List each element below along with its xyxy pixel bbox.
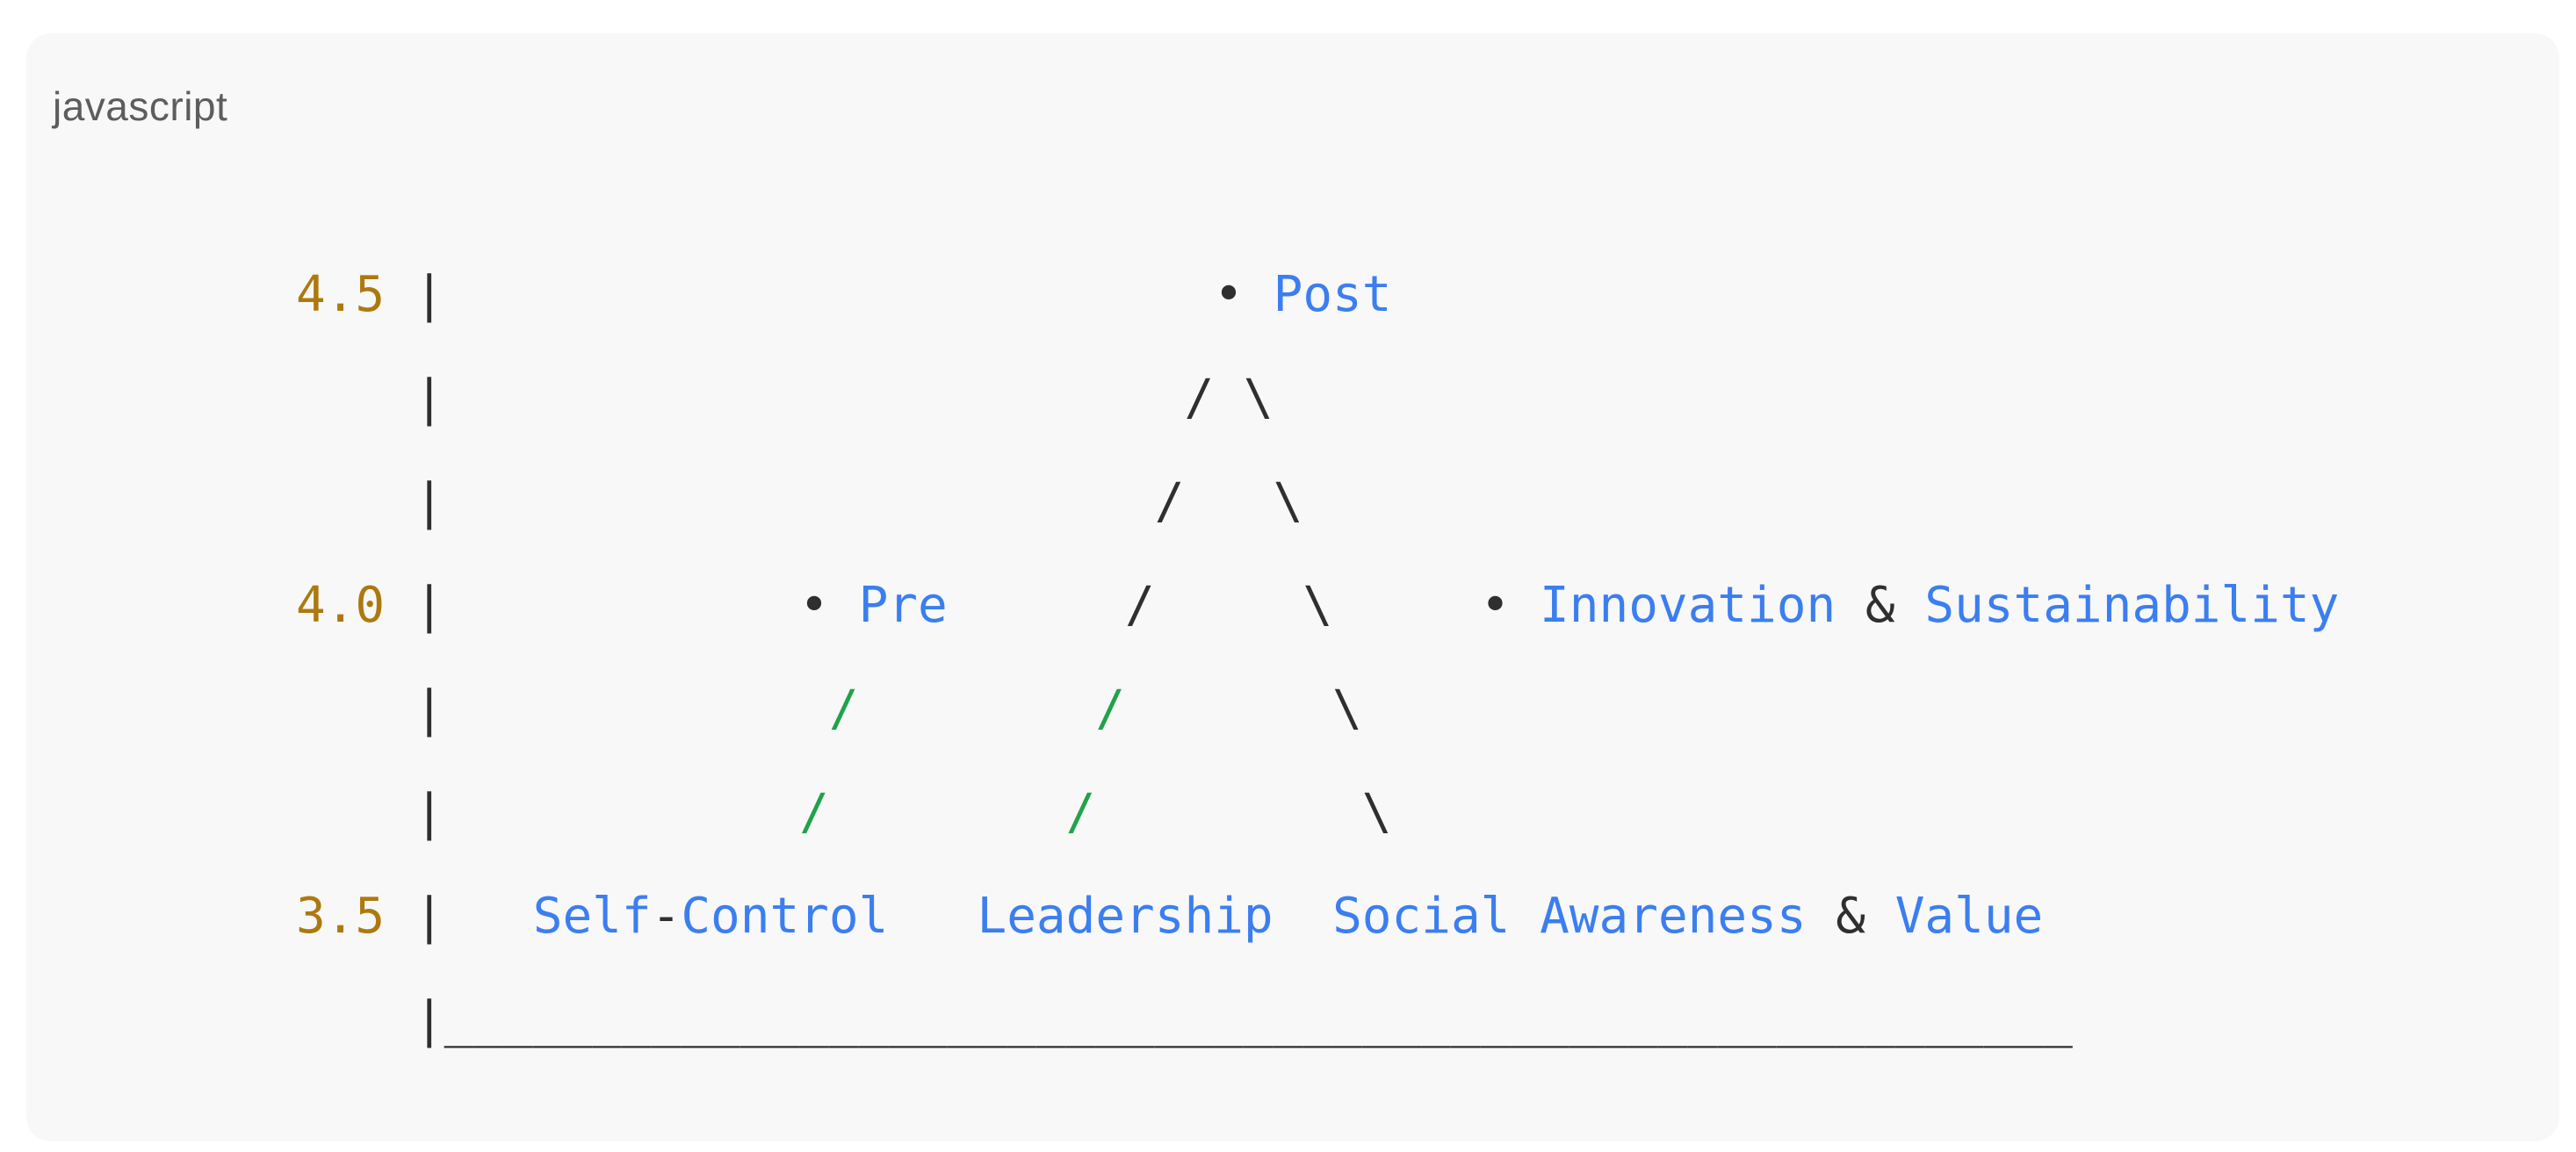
code-line: | / \ <box>296 473 1302 530</box>
code-line: 4.5 | • Post <box>296 266 1391 323</box>
code-segment: Leadership <box>977 888 1274 945</box>
code-segment: Awareness <box>1540 888 1807 945</box>
code-segment: | <box>296 680 829 738</box>
code-segment: Self <box>532 888 652 945</box>
code-segment: | • <box>385 577 859 634</box>
code-segment: / <box>828 680 859 738</box>
code-segment: Sustainability <box>1924 577 2340 634</box>
code-line: | / / \ <box>296 784 1392 841</box>
code-line: |_______________________________________… <box>296 991 2073 1048</box>
code-segment: & <box>1836 577 1925 634</box>
code-segment: - <box>651 888 682 945</box>
code-segment <box>1125 680 1332 738</box>
code-segment: Social <box>1332 888 1511 945</box>
code-segment <box>859 680 1096 738</box>
code-segment: / \ • <box>947 577 1541 634</box>
code-segment: | <box>385 888 533 945</box>
code-segment: \ <box>1332 680 1362 738</box>
code-segment: / <box>1095 680 1126 738</box>
code-segment: Innovation <box>1540 577 1836 634</box>
code-segment: | <box>296 784 800 841</box>
code-line: 3.5 | Self-Control Leadership Social Awa… <box>296 888 2043 945</box>
ascii-chart: 4.5 | • Post | / \ | / \ 4.0 | • Pre / \… <box>53 243 2559 1072</box>
code-segment <box>1095 784 1361 841</box>
code-segment: Pre <box>858 577 948 634</box>
code-segment: / <box>799 784 829 841</box>
code-line: | / / \ <box>296 680 1362 738</box>
code-block: javascript 4.5 | • Post | / \ | / \ 4.0 … <box>26 33 2559 1141</box>
code-line: | / \ <box>296 370 1274 427</box>
code-language-label: javascript <box>53 83 228 129</box>
code-segment: | • <box>385 266 1274 323</box>
code-segment <box>888 888 977 945</box>
code-segment: | / \ <box>296 370 1274 427</box>
code-segment <box>1274 888 1332 945</box>
code-segment: | / \ <box>296 473 1303 530</box>
code-segment: / <box>1065 784 1096 841</box>
code-segment <box>1510 888 1540 945</box>
code-segment: \ <box>1361 784 1392 841</box>
code-segment: 4.5 <box>296 266 386 323</box>
code-segment: 4.0 <box>296 577 386 634</box>
code-segment: |_______________________________________… <box>296 991 2073 1048</box>
code-line: 4.0 | • Pre / \ • Innovation & Sustainab… <box>296 577 2339 634</box>
code-segment: & <box>1806 888 1895 945</box>
code-segment: Post <box>1273 266 1392 323</box>
code-segment: 3.5 <box>296 888 386 945</box>
code-segment <box>829 784 1066 841</box>
code-segment: Value <box>1894 888 2044 945</box>
code-segment: Control <box>681 888 889 945</box>
